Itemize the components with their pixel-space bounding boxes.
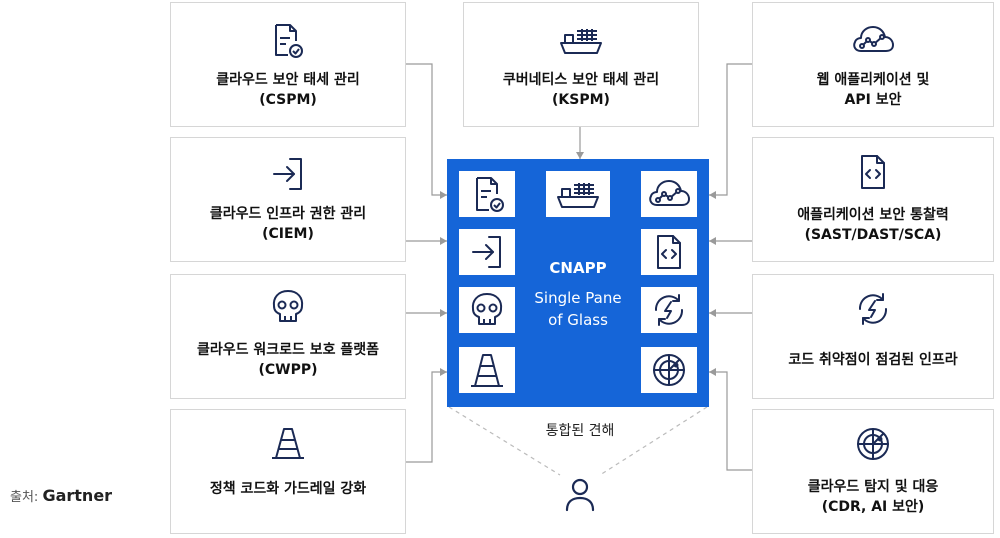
box-iac-title: 코드 취약점이 점검된 인프라	[788, 352, 958, 368]
traffic-cone-icon	[272, 428, 304, 459]
skull-icon	[272, 290, 304, 322]
box-kspm: 쿠버네티스 보안 태세 관리 (KSPM)	[463, 2, 699, 127]
cnapp-title: CNAPP	[549, 259, 607, 277]
tile-appsec	[641, 229, 697, 275]
cloud-network-icon	[853, 26, 894, 52]
refresh-bolt-icon	[858, 293, 888, 325]
box-kspm-abbr: (KSPM)	[552, 92, 610, 108]
box-cdr-title: 클라우드 탐지 및 대응	[807, 479, 939, 495]
sign-in-icon	[273, 158, 302, 190]
box-cspm: 클라우드 보안 태세 관리 (CSPM)	[170, 2, 406, 127]
connector-cspm	[405, 63, 447, 196]
box-cdr-abbr: (CDR, AI 보안)	[821, 499, 925, 515]
traffic-cone-icon	[471, 354, 503, 387]
tile-cdr	[641, 347, 697, 393]
connector-webapi	[709, 63, 752, 196]
box-ciem: 클라우드 인프라 권한 관리 (CIEM)	[170, 137, 406, 262]
box-ciem-abbr: (CIEM)	[262, 226, 314, 242]
box-appsec: 애플리케이션 보안 통찰력 (SAST/DAST/SCA)	[752, 137, 994, 262]
box-cwpp: 클라우드 워크로드 보호 플랫폼 (CWPP)	[170, 274, 406, 399]
sign-in-icon	[472, 236, 501, 268]
connector-guardrail	[405, 371, 447, 463]
tile-iac	[641, 287, 697, 333]
connector-cdr	[709, 371, 752, 471]
refresh-bolt-icon	[654, 294, 684, 326]
box-cspm-abbr: (CSPM)	[259, 92, 317, 108]
box-cwpp-title: 클라우드 워크로드 보호 플랫폼	[196, 342, 380, 358]
box-cspm-title: 클라우드 보안 태세 관리	[216, 72, 360, 88]
tile-cspm	[459, 171, 515, 217]
gartner-logo: Gartner	[42, 486, 113, 505]
tile-ciem	[459, 229, 515, 275]
tile-guardrail	[459, 347, 515, 393]
unified-view-label: 통합된 견해	[545, 423, 615, 439]
radar-icon	[857, 428, 889, 460]
code-file-icon	[861, 155, 885, 189]
document-check-icon	[275, 24, 303, 58]
box-webapi: 웹 애플리케이션 및 API 보안	[752, 2, 994, 127]
box-webapi-title: 웹 애플리케이션 및	[816, 72, 930, 88]
skull-icon	[471, 293, 503, 325]
box-appsec-abbr: (SAST/DAST/SCA)	[804, 227, 942, 243]
box-iac: 코드 취약점이 점검된 인프라	[752, 274, 994, 399]
container-ship-icon	[560, 29, 602, 54]
user-icon	[565, 478, 595, 512]
box-ciem-title: 클라우드 인프라 권한 관리	[209, 206, 367, 222]
tile-kspm	[546, 171, 610, 217]
source-label: 출처:	[10, 490, 39, 505]
cnapp-subtitle-line2: of Glass	[548, 311, 608, 329]
cnapp-subtitle-line1: Single Pane	[534, 289, 622, 307]
tile-cwpp	[459, 287, 515, 333]
container-ship-icon	[557, 183, 599, 208]
box-appsec-title: 애플리케이션 보안 통찰력	[797, 207, 949, 223]
document-check-icon	[476, 177, 504, 212]
box-cwpp-abbr: (CWPP)	[258, 362, 318, 378]
code-file-icon	[657, 235, 681, 269]
cnapp-panel: CNAPP Single Pane of Glass	[447, 159, 709, 407]
tile-webapi	[641, 171, 697, 217]
source-credit: 출처: Gartner	[10, 486, 112, 505]
box-guardrail: 정책 코드화 가드레일 강화	[170, 409, 406, 534]
cloud-network-icon	[649, 180, 690, 206]
box-cdr: 클라우드 탐지 및 대응 (CDR, AI 보안)	[752, 409, 994, 534]
box-kspm-title: 쿠버네티스 보안 태세 관리	[502, 72, 660, 88]
radar-icon	[653, 354, 685, 386]
box-webapi-subtitle: API 보안	[844, 92, 902, 108]
box-guardrail-title: 정책 코드화 가드레일 강화	[209, 481, 367, 497]
